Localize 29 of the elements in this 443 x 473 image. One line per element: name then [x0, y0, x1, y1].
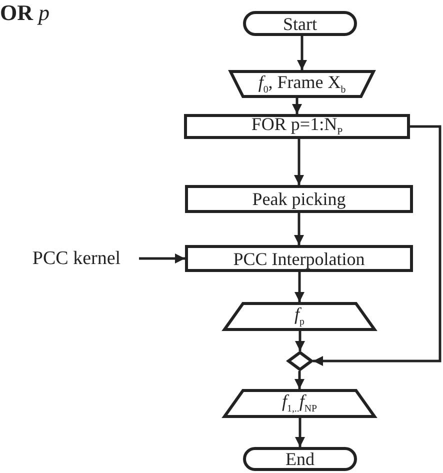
input-label: PCC kernel — [32, 248, 121, 268]
step-text: PCC Interpolation — [233, 250, 365, 268]
step-text: f$_{1,..}$f$_{NP}$ — [282, 392, 317, 415]
arrow — [294, 272, 304, 302]
arrow — [139, 254, 185, 264]
data-trapezoid — [223, 302, 376, 331]
step-text: FOR p=1:N$_{P}$ — [251, 115, 343, 138]
process-box — [185, 245, 413, 272]
terminator-box — [243, 447, 357, 471]
process-box — [184, 114, 410, 139]
input-trapezoid — [229, 70, 375, 98]
arrow — [292, 98, 302, 114]
arrow — [297, 36, 307, 70]
arrow — [295, 331, 305, 351]
heading-fragment: OR p — [0, 0, 50, 26]
step-text: f$_{0}$, Frame X$_{b}$ — [258, 72, 346, 96]
data-trapezoid — [223, 389, 376, 418]
step-text: End — [286, 450, 314, 468]
arrow — [313, 125, 442, 366]
arrow — [295, 418, 305, 447]
merge-diamond — [287, 351, 313, 371]
step-text: f$_{p}$ — [294, 305, 304, 328]
arrow — [294, 213, 304, 245]
step-text: Peak picking — [252, 190, 346, 208]
process-box — [185, 185, 413, 213]
arrow — [294, 139, 304, 185]
arrow — [294, 371, 304, 389]
terminator-box — [243, 11, 357, 36]
step-text: Start — [283, 14, 317, 32]
